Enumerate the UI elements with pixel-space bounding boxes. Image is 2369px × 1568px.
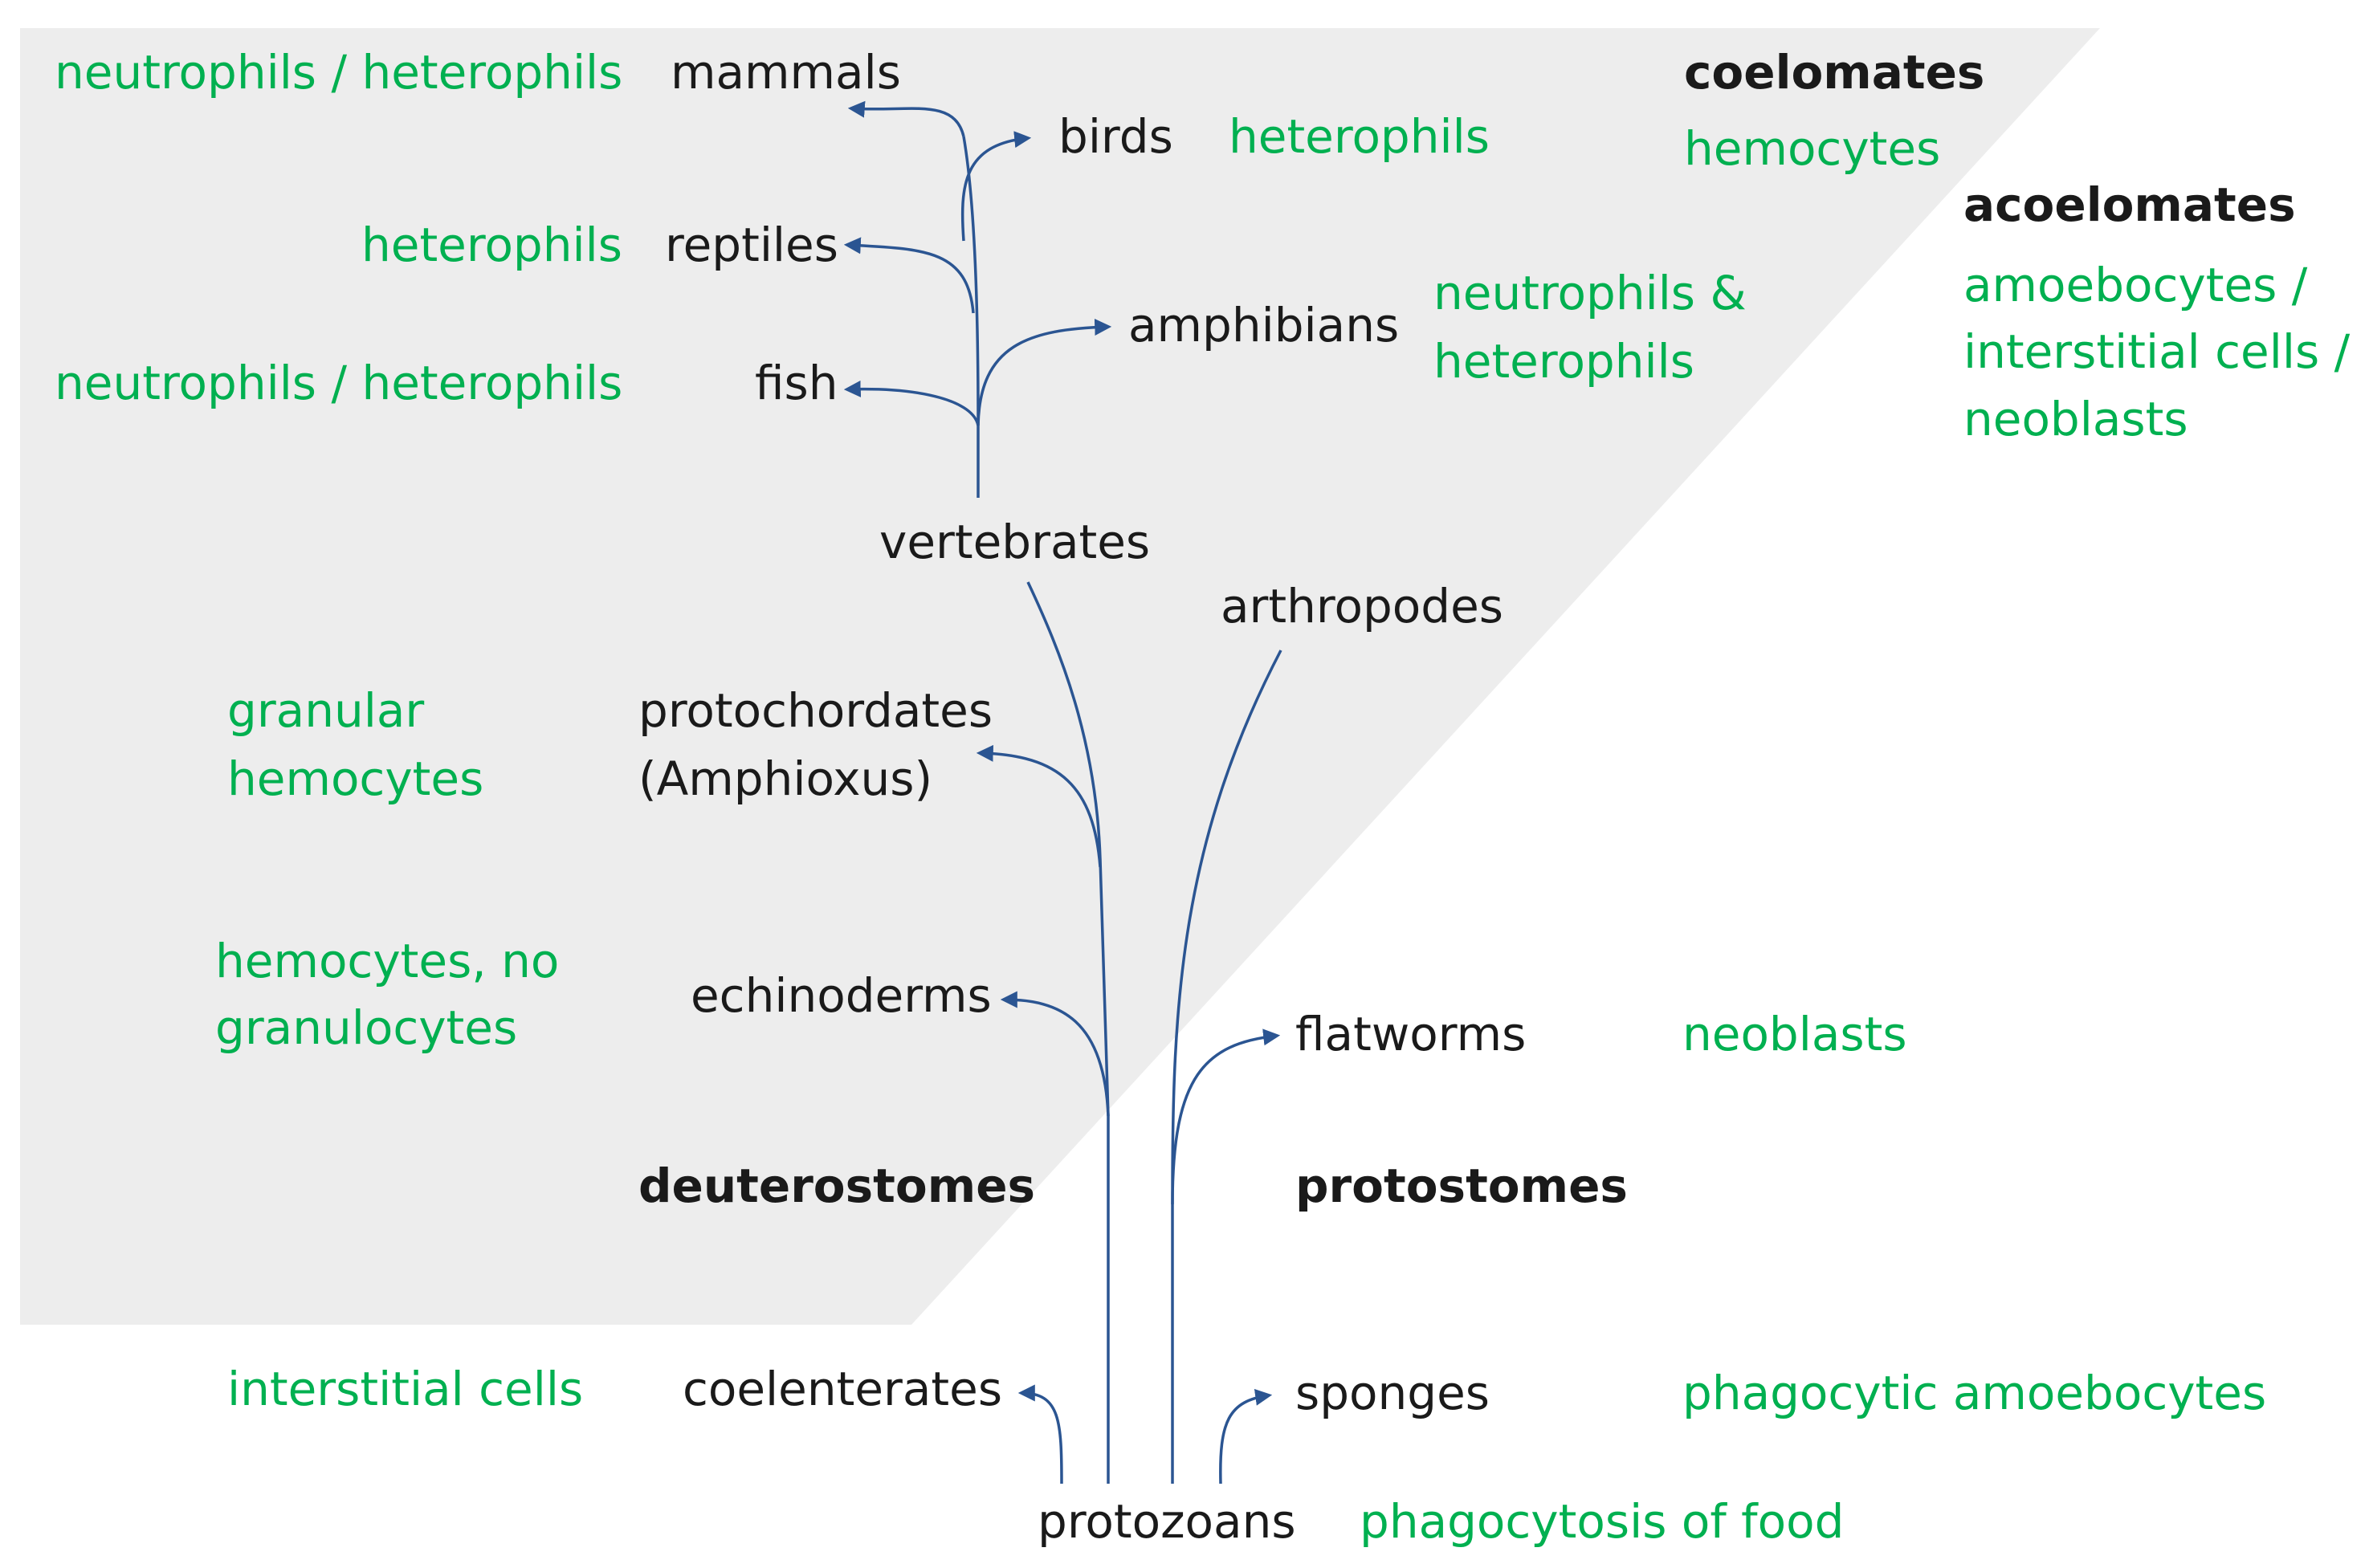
echinoderms-label: echinoderms (691, 968, 992, 1023)
fish-label: fish (755, 356, 838, 410)
protozoans-cells: phagocytosis of food (1360, 1494, 1844, 1549)
deuterostomes-label: deuterostomes (638, 1159, 1035, 1213)
acoelomates-cells-line1: amoebocytes / (1963, 258, 2308, 312)
branch-reptiles (843, 237, 975, 314)
mammals-label: mammals (671, 45, 901, 100)
branch-mammals (847, 100, 965, 137)
branch-lines (843, 100, 1282, 1485)
amphibians-cells-line1: neutrophils & (1433, 266, 1747, 320)
acoelomates-cells-line2: interstitial cells / (1963, 324, 2351, 379)
sponges-cells: phagocytic amoebocytes (1682, 1366, 2266, 1420)
mammals-cells: neutrophils / heterophils (55, 45, 622, 100)
amphibians-label: amphibians (1128, 298, 1399, 352)
coelomate-region (20, 28, 2100, 1325)
protozoans-label: protozoans (1038, 1494, 1296, 1549)
branch-amphibians (977, 319, 1112, 426)
reptiles-cells: heterophils (361, 218, 622, 272)
echinoderms-cells-line2: granulocytes (215, 1000, 517, 1055)
protochordates-label: protochordates (638, 683, 993, 738)
flatworms-label: flatworms (1295, 1007, 1526, 1061)
acoelomates-cells-line3: neoblasts (1963, 392, 2188, 446)
birds-cells: heterophils (1229, 109, 1490, 164)
coelomates-label: coelomates (1684, 45, 1984, 100)
branch-protochordates (976, 744, 1102, 868)
arthropodes-label: arthropodes (1221, 579, 1503, 633)
amphioxus-label: (Amphioxus) (638, 751, 932, 806)
vertebrates-label: vertebrates (879, 515, 1150, 569)
branch-vertebrate-trunk (962, 136, 980, 498)
branch-sponges (1219, 1388, 1273, 1485)
coelenterates-cells: interstitial cells (227, 1362, 583, 1416)
amphibians-cells-line2: heterophils (1433, 334, 1694, 389)
branch-birds (960, 131, 1032, 242)
flatworms-cells: neoblasts (1682, 1007, 1907, 1061)
branch-fish (843, 380, 980, 426)
branch-coelenterates (1017, 1384, 1063, 1485)
coelomates-cells: hemocytes (1684, 121, 1940, 176)
acoelomates-label: acoelomates (1963, 177, 2296, 232)
echinoderms-cells-line1: hemocytes, no (215, 934, 559, 988)
coelenterates-label: coelenterates (683, 1362, 1002, 1416)
branch-protostome-trunk (1171, 650, 1282, 1484)
reptiles-label: reptiles (665, 218, 838, 272)
sponges-label: sponges (1295, 1366, 1490, 1420)
protochordates-cells-line1: granular (227, 683, 424, 738)
branch-echinoderms (1000, 991, 1110, 1117)
branch-flatworms (1171, 1028, 1281, 1205)
fish-cells: neutrophils / heterophils (55, 356, 622, 410)
protostomes-label: protostomes (1295, 1159, 1628, 1213)
protochordates-cells-line2: hemocytes (227, 751, 483, 806)
birds-label: birds (1058, 109, 1173, 164)
